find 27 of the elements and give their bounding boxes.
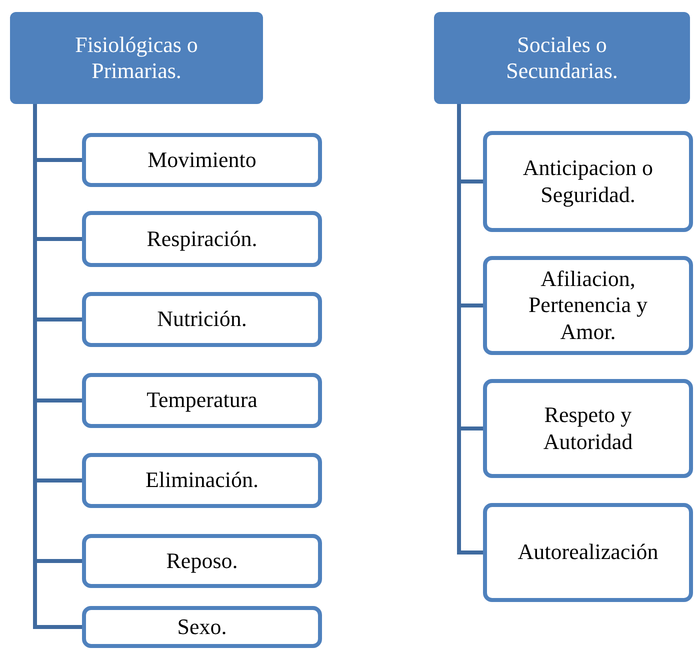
box-label: Afiliacion, Pertenencia y Amor. (527, 266, 649, 346)
item-box (82, 211, 322, 267)
box-label: Reposo. (166, 548, 238, 574)
item-box (483, 503, 693, 602)
item-box (483, 256, 693, 355)
box-label: Respiración. (146, 226, 258, 252)
connector-line (457, 104, 483, 554)
box-label: Autorealización (518, 539, 658, 566)
box-label: Temperatura (146, 387, 258, 414)
box-label: Sociales o Secundarias. (505, 32, 619, 84)
box-label: Sexo. (177, 614, 227, 640)
item-box (483, 131, 693, 232)
category-header-box (434, 12, 690, 104)
item-box (483, 379, 693, 478)
box-label: Respeto y Autoridad (542, 402, 634, 455)
item-box (82, 453, 322, 508)
box-label: Movimiento (148, 146, 256, 174)
item-box (82, 534, 322, 588)
item-box (82, 606, 322, 648)
item-box (82, 133, 322, 187)
box-label: Fisiológicas o Primarias. (74, 32, 199, 84)
box-label: Nutrición. (157, 306, 247, 333)
item-box (82, 373, 322, 428)
box-label: Anticipacion o Seguridad. (522, 155, 654, 208)
item-box (82, 292, 322, 347)
box-label: Eliminación. (145, 467, 259, 494)
category-header-box (10, 12, 263, 104)
